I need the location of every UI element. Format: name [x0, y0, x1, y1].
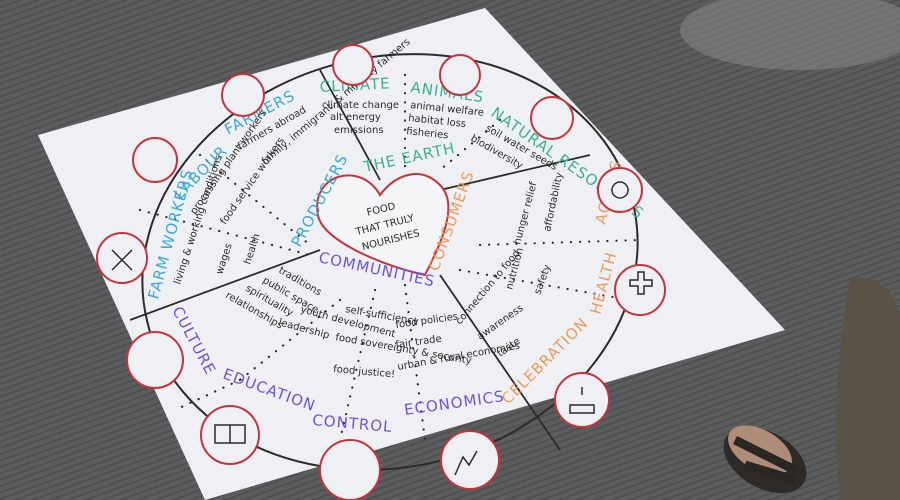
- heart-shape: [316, 173, 450, 277]
- globe-map-icon: [126, 331, 184, 389]
- health-cross-icon: [614, 264, 666, 316]
- control-item: food justice!: [333, 364, 396, 380]
- money-icon: [597, 167, 643, 213]
- icon-glyphs: [111, 181, 653, 476]
- dotted-spokes: [138, 73, 642, 442]
- animals-item: fisheries: [406, 126, 449, 141]
- sprout-icon: [530, 96, 574, 140]
- fist-icon: [319, 439, 381, 500]
- climate-item: climate change: [322, 100, 399, 111]
- animal-icon: [439, 54, 481, 96]
- cake-icon: [554, 372, 610, 428]
- growth-chart-icon: [440, 430, 500, 490]
- person-foot-with-sandal: [723, 278, 900, 500]
- climate-item: alt energy: [330, 112, 381, 123]
- weather-icon: [332, 44, 374, 86]
- tools-icon: [96, 232, 148, 284]
- wheat-icon: [221, 73, 265, 117]
- quadrant-dividers: [129, 69, 591, 451]
- climate-item: emissions: [334, 125, 384, 136]
- worker-icon: [132, 137, 178, 183]
